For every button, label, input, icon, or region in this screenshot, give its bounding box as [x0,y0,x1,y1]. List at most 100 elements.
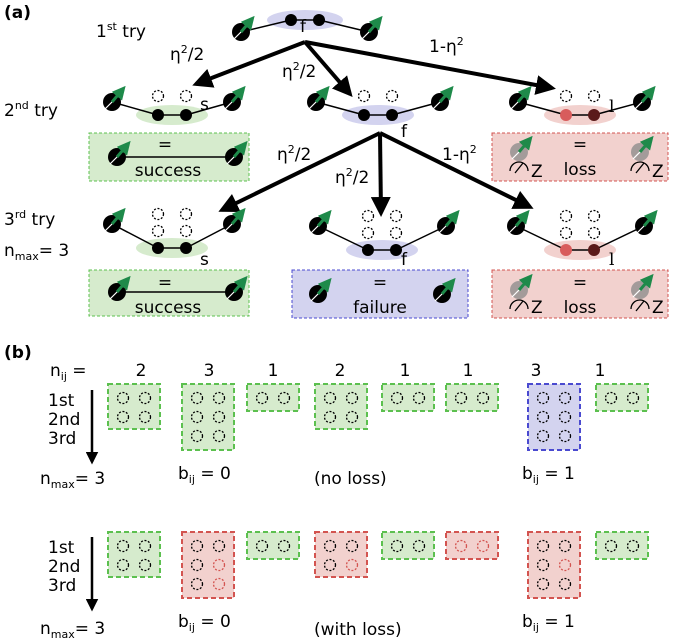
success-box-3rd [88,269,250,317]
branch-label-5: η2/2 [335,166,369,188]
photon-slot-icon [190,539,204,553]
photon-dot [560,109,572,121]
result-boxes [88,132,669,319]
try1-label: 1st try [96,20,146,42]
link-line [395,225,447,251]
node-l-label: l [609,250,614,270]
photon-slot-icon [626,539,640,553]
photon-slot-icon [558,539,572,553]
photon-slot-icon [604,539,618,553]
photon-slot-icon [190,429,204,443]
eq-3rd-success: = [158,273,172,293]
success-text-3rd: success [135,298,202,318]
row-label-1st: 1st [48,391,75,411]
photon-slot-icon [151,207,165,221]
photon-slot-icon [138,539,152,553]
qubit-icon [309,277,332,303]
photon-slot-icon [212,539,226,553]
nij-value: 2 [136,361,147,381]
photon-slot-icon [536,410,550,424]
entangling-node [103,85,246,125]
photon-dot [362,244,374,256]
nij-value: 1 [595,361,606,381]
loss-text-3rd: loss [564,298,597,318]
spin-arrow-icon [115,275,131,293]
measurement-icon [630,161,650,172]
photon-slot-icon [151,89,165,103]
qubit-icon [510,273,533,299]
nmax-label-b2: nmax= 3 [40,619,105,641]
node-f-label: f [300,17,307,37]
spin-arrow-icon [316,209,332,227]
photon-slot-icon [559,89,573,103]
photon-slot-icon [116,391,130,405]
photon-slot-icon [587,89,601,103]
photon-slot-icon [536,577,550,591]
photon-slot-icon [412,391,426,405]
z-label: Z [652,298,664,318]
attempt-box [107,383,161,430]
node-s-label: s [200,250,209,270]
qubit-icon [431,85,454,111]
photon-slot-icon [385,89,399,103]
photon-slot-icon [536,558,550,572]
qubit-icon [635,209,658,235]
photon-slot-icon [212,577,226,591]
branch-label-1: η2/2 [170,43,204,65]
bij1-label: bij = 1 [522,612,575,634]
attempt-box [527,531,581,599]
spin-arrow-icon [239,15,255,33]
attempt-box [314,531,368,578]
attempt-box [181,383,235,451]
spin-arrow-icon [517,273,533,291]
photon-slot-icon [255,391,269,405]
try3-label: 3rd try [4,208,55,230]
photon-slot-icon [255,539,269,553]
spin-arrow-icon [232,275,248,293]
photon-dot [152,109,164,121]
node-f-label: f [401,250,408,270]
qubit-icon [307,85,330,111]
with-loss-label: (with loss) [314,620,402,640]
result-box-contents [108,135,654,312]
branch-arrows [192,40,556,217]
photon-slot-icon [454,539,468,553]
photon-slot-icon [536,429,550,443]
photon-slot-icon [476,539,490,553]
photon-slot-icon [151,224,165,238]
nmax-label-b1: nmax= 3 [40,469,105,491]
qubit-icon [223,85,246,111]
spin-arrow-icon [642,209,658,227]
branch-label-2: η2/2 [282,60,316,82]
photon-slot-icon [345,558,359,572]
photon-slot-icon [536,391,550,405]
photon-slot-icon [558,410,572,424]
row-label-3rd: 3rd [48,429,76,449]
spin-arrow-icon [516,85,532,103]
photon-slot-icon [361,209,375,223]
row-label-3rd: 3rd [48,576,76,596]
spin-arrow-icon [115,140,131,158]
attempt-box [181,531,235,599]
nmax-label-a: nmax= 3 [4,241,69,263]
nij-value: 3 [204,361,215,381]
node-f-label: f [401,122,408,142]
spin-arrow-icon [638,273,654,291]
photon-dot [358,109,370,121]
photon-slot-icon [389,209,403,223]
qubit-icon [108,275,131,301]
photon-slot-icon [412,539,426,553]
spin-arrow-icon [316,277,332,295]
nij-value: 1 [268,361,279,381]
measurement-icon [509,161,529,172]
spin-arrow-icon [314,85,330,103]
spin-arrow-icon [517,135,533,153]
attempt-box [595,383,649,412]
photon-slot-icon [323,558,337,572]
attempt-box [595,531,649,560]
photon-slot-icon [190,558,204,572]
measurement-needle [635,162,645,174]
photon-slot-icon [138,558,152,572]
entangling-node [507,209,658,260]
